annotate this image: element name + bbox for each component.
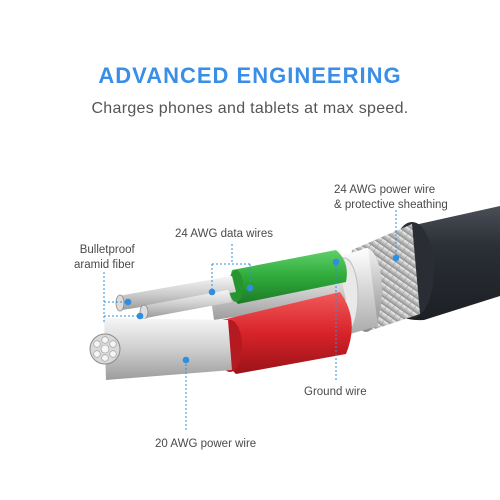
callout-line-2: aramid fiber: [74, 259, 135, 271]
callout-lines: [103, 210, 397, 432]
callout-power-wire-20awg: 20 AWG power wire: [155, 438, 257, 450]
callout-line-1: Bulletproof: [79, 244, 135, 256]
power-conductor-20awg: [89, 318, 232, 380]
callout-line-1: 24 AWG power wire: [334, 184, 436, 196]
callout-dots: [124, 254, 400, 364]
callout-data-wires: 24 AWG data wires: [175, 228, 274, 240]
callout-line-2: & protective sheathing: [334, 199, 448, 211]
callout-aramid-fiber: Bulletproof aramid fiber: [74, 243, 135, 273]
callout-ground-wire: Ground wire: [304, 386, 367, 398]
callout-power-wire-sheathing: 24 AWG power wire & protective sheathing: [334, 183, 448, 213]
subheadline: Charges phones and tablets at max speed.: [91, 100, 409, 117]
headline: ADVANCED ENGINEERING: [98, 63, 402, 88]
